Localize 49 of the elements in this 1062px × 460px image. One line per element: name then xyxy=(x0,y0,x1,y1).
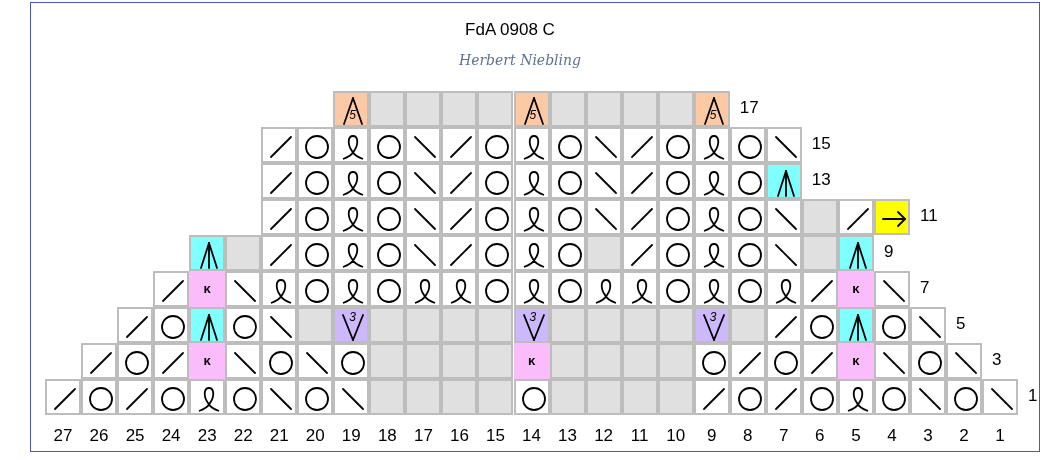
row-number: 1 xyxy=(1028,386,1038,406)
row-number: 15 xyxy=(811,134,831,154)
row-number: 9 xyxy=(883,242,894,262)
column-number: 25 xyxy=(124,426,146,446)
symbol-number: 5 xyxy=(529,108,537,122)
chart-title: FdA 0908 C xyxy=(464,20,556,40)
column-number: 21 xyxy=(268,426,290,446)
column-number: 7 xyxy=(778,426,790,446)
column-number: 9 xyxy=(706,426,718,446)
symbol-letter: κ xyxy=(202,353,212,368)
row-number: 17 xyxy=(739,98,759,118)
column-number: 1 xyxy=(994,426,1006,446)
row-number: 11 xyxy=(919,206,938,226)
column-number: 10 xyxy=(665,426,687,446)
symbol-number: 5 xyxy=(349,108,356,122)
column-number: 20 xyxy=(304,426,326,446)
symbol-number: 3 xyxy=(349,310,356,324)
column-number: 22 xyxy=(232,426,254,446)
column-number: 11 xyxy=(629,426,650,446)
column-number: 8 xyxy=(742,426,754,446)
designer-name: Herbert Niebling xyxy=(457,52,583,68)
column-number: 14 xyxy=(521,426,542,446)
column-number: 15 xyxy=(485,426,506,446)
column-number: 16 xyxy=(449,426,470,446)
row-number: 5 xyxy=(956,314,966,334)
column-number: 2 xyxy=(958,426,970,446)
column-number: 27 xyxy=(52,426,74,446)
column-number: 5 xyxy=(850,426,862,446)
column-number: 6 xyxy=(814,426,826,446)
row-number: 13 xyxy=(811,170,831,190)
symbol-letter: κ xyxy=(851,353,861,368)
symbol-letter: κ xyxy=(851,281,861,296)
column-number: 18 xyxy=(376,426,398,446)
column-number: 12 xyxy=(593,426,615,446)
symbol-letter: κ xyxy=(526,353,537,368)
column-number: 26 xyxy=(88,426,110,446)
column-number: 24 xyxy=(160,426,182,446)
column-number: 4 xyxy=(886,426,898,446)
row-number: 7 xyxy=(919,278,930,298)
column-number: 19 xyxy=(340,426,362,446)
column-number: 23 xyxy=(196,426,218,446)
column-number: 3 xyxy=(922,426,934,446)
row-number: 3 xyxy=(992,350,1002,370)
symbol-number: 3 xyxy=(529,310,537,324)
symbol-number: 3 xyxy=(709,310,717,324)
column-number: 13 xyxy=(557,426,578,446)
symbol-number: 5 xyxy=(709,108,717,122)
symbol-letter: κ xyxy=(202,281,212,296)
column-number: 17 xyxy=(412,426,434,446)
